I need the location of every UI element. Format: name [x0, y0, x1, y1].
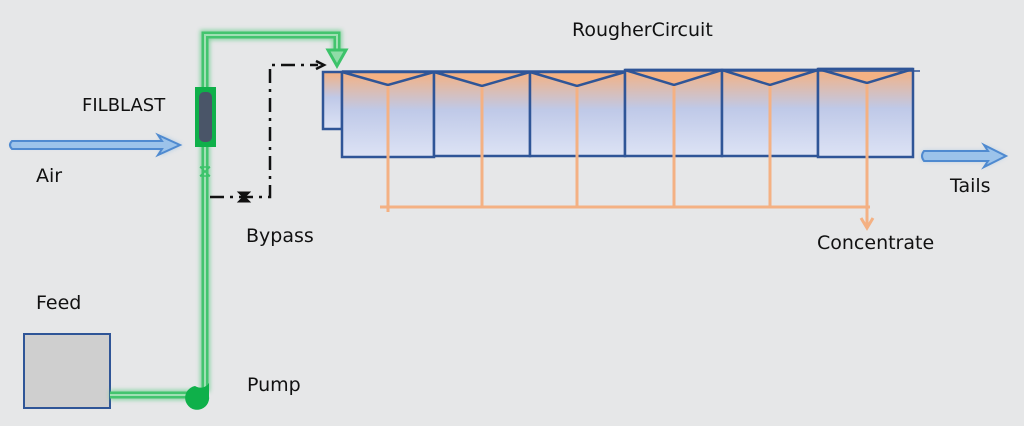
tails-label: Tails [949, 175, 991, 197]
pump-label: Pump [247, 374, 301, 396]
filblast-unit [195, 87, 216, 147]
air-arrow-icon [9, 132, 183, 158]
title-label: RougherCircuit [572, 19, 713, 41]
rougher-cells [321, 67, 920, 159]
air-label: Air [36, 165, 62, 187]
filblast-label: FILBLAST [82, 95, 166, 116]
feed-label: Feed [36, 292, 81, 314]
feed-pipe [110, 30, 349, 400]
bypass-line [210, 59, 327, 203]
valve-icon [199, 166, 211, 177]
bypass-label: Bypass [246, 225, 314, 247]
feed-tank [23, 333, 111, 409]
concentrate-launder [380, 84, 875, 231]
pump-icon [185, 383, 210, 410]
tails-arrow-icon [921, 142, 1009, 170]
concentrate-label: Concentrate [817, 232, 934, 254]
inlet-box [321, 70, 344, 131]
